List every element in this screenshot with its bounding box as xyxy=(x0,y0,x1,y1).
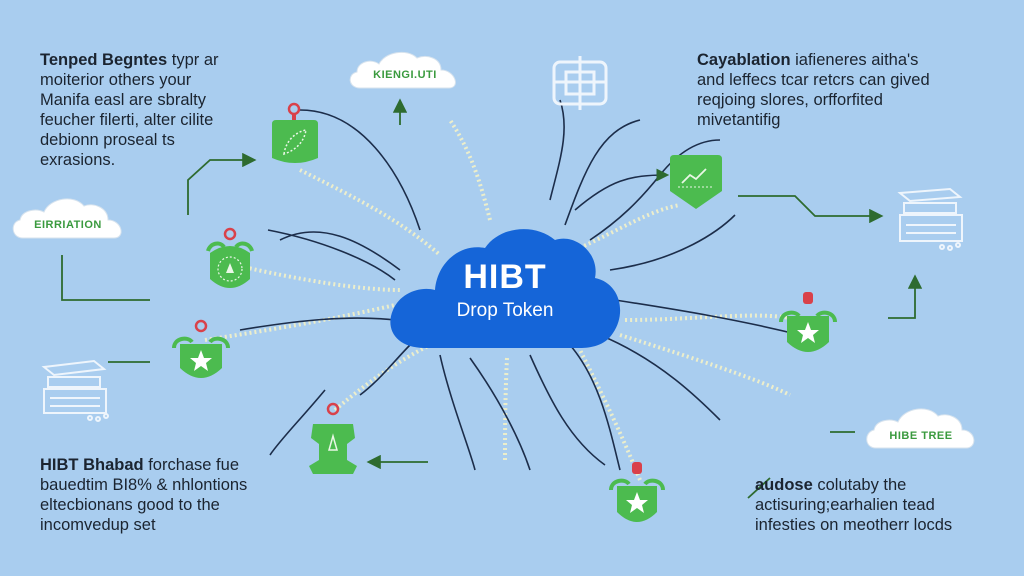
text-line: reqjoing slores, orfforfited xyxy=(697,91,883,109)
emblem-icon xyxy=(206,227,254,288)
cloud-label-top-text: KIENGI.UTI xyxy=(373,69,437,81)
cloud-label-right[interactable]: HIBE TREE xyxy=(862,402,980,452)
text-top-right-bold: Cayablation xyxy=(697,51,791,69)
figure-node-bottom[interactable] xyxy=(305,400,361,480)
text-line: exrasions. xyxy=(40,151,116,169)
text-line: actisuring;earhalien tead xyxy=(755,496,935,514)
arrow-lines xyxy=(61,98,923,499)
leaf-icon xyxy=(272,120,318,163)
cloud-label-right-text: HIBE TREE xyxy=(889,430,953,442)
cloud-shape-icon xyxy=(390,229,621,348)
text-line: incomvedup set xyxy=(40,516,156,534)
text-line: bauedtim BI8% & nhlontions xyxy=(40,476,248,494)
cloud-label-left[interactable]: EIRRIATION xyxy=(8,192,128,242)
text-line: and leffecs tcar retcrs can gived xyxy=(697,71,930,89)
text-line: forchase fue xyxy=(148,456,239,474)
emblem-node-left[interactable] xyxy=(200,225,260,297)
white-cloud-icon xyxy=(12,198,122,239)
text-line: infesties on meotherr locds xyxy=(755,516,953,534)
white-cloud-icon xyxy=(349,51,456,89)
curve-lines xyxy=(239,99,801,471)
hub-subtitle: Drop Token xyxy=(456,300,554,321)
hub-cloud[interactable]: HIBT Drop Token xyxy=(385,218,625,358)
star-shield-node-bottom[interactable] xyxy=(605,460,669,532)
text-bottom-right-bold: audose xyxy=(755,476,813,494)
star-shield-node-left[interactable] xyxy=(168,318,234,388)
books-lineart-icon xyxy=(41,359,109,422)
figure-icon xyxy=(309,402,357,474)
text-line: Manifa easl are sbralty xyxy=(40,91,206,109)
text-line: mivetantifig xyxy=(697,111,781,129)
text-block-top-right: Cayablation iafieneres aitha's and leffe… xyxy=(697,50,997,130)
building-lineart-icon xyxy=(552,56,608,110)
text-line: iafieneres aitha's xyxy=(795,51,919,69)
star-icon xyxy=(609,462,665,522)
text-bottom-left-bold: HIBT Bhabad xyxy=(40,456,144,474)
leaf-badge-node[interactable] xyxy=(268,100,324,170)
text-block-top-left: Tenped Begntes typr ar moiterior others … xyxy=(40,50,280,170)
star-icon xyxy=(779,292,837,352)
text-top-left-bold: Tenped Begntes xyxy=(40,51,168,69)
text-line: eltecbionans good to the xyxy=(40,496,220,514)
white-cloud-icon xyxy=(866,408,975,449)
text-line: moiterior others your xyxy=(40,71,192,89)
cloud-label-top[interactable]: KIENGI.UTI xyxy=(345,48,465,92)
chart-badge-node[interactable] xyxy=(668,155,724,209)
text-block-bottom-left: HIBT Bhabad forchase fue bauedtim BI8% &… xyxy=(40,455,320,535)
star-shield-node-right[interactable] xyxy=(775,290,841,362)
pin-icon xyxy=(287,102,301,120)
text-block-bottom-right: audose colutaby the actisuring;earhalien… xyxy=(755,475,1015,535)
chart-icon xyxy=(670,155,722,209)
books-lineart-icon xyxy=(897,187,963,251)
text-line: colutaby the xyxy=(817,476,907,494)
text-line: typr ar xyxy=(171,51,219,69)
text-line: debionn proseal ts xyxy=(40,131,175,149)
cloud-label-left-text: EIRRIATION xyxy=(34,219,102,231)
hub-title: HIBT xyxy=(463,258,547,296)
star-icon xyxy=(172,319,230,378)
text-line: feucher filerti, alter cilite xyxy=(40,111,214,129)
